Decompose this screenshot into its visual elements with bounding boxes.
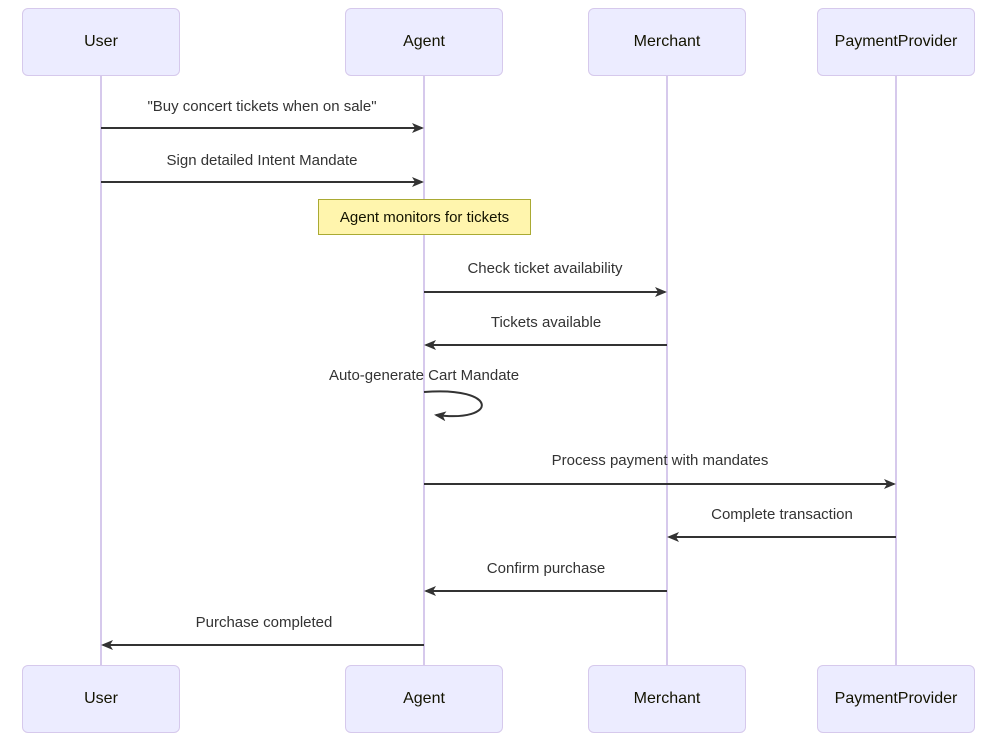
actor-label-user-top: User bbox=[84, 33, 118, 50]
actor-label-agent-bottom: Agent bbox=[403, 690, 445, 707]
lifelines-group bbox=[100, 76, 897, 665]
message-label-4: Auto-generate Cart Mandate bbox=[328, 367, 520, 384]
actor-box-agent-top[interactable]: Agent bbox=[345, 8, 503, 76]
message-label-3: Tickets available bbox=[490, 314, 602, 331]
message-label-6: Complete transaction bbox=[711, 506, 853, 523]
actor-box-merchant-top[interactable]: Merchant bbox=[588, 8, 746, 76]
actor-box-agent-bottom[interactable]: Agent bbox=[345, 665, 503, 733]
message-arrows-group bbox=[101, 123, 896, 650]
actor-box-user-top[interactable]: User bbox=[22, 8, 180, 76]
message-label-0: "Buy concert tickets when on sale" bbox=[147, 98, 377, 115]
actor-label-paymentprovider-bottom: PaymentProvider bbox=[834, 690, 958, 707]
actor-label-user-bottom: User bbox=[84, 690, 118, 707]
message-arrow-4-self-loop bbox=[423, 390, 483, 422]
message-label-5: Process payment with mandates bbox=[551, 452, 769, 469]
note-agent-monitors: Agent monitors for tickets bbox=[318, 199, 531, 235]
message-label-8: Purchase completed bbox=[195, 614, 333, 631]
actor-box-user-bottom[interactable]: User bbox=[22, 665, 180, 733]
actor-label-agent-top: Agent bbox=[403, 33, 445, 50]
message-label-7: Confirm purchase bbox=[486, 560, 606, 577]
message-label-2: Check ticket availability bbox=[467, 260, 623, 277]
actor-box-paymentprovider-top[interactable]: PaymentProvider bbox=[817, 8, 975, 76]
actor-label-merchant-top: Merchant bbox=[633, 33, 701, 50]
message-label-1: Sign detailed Intent Mandate bbox=[166, 152, 358, 169]
actor-label-merchant-bottom: Merchant bbox=[633, 690, 701, 707]
note-agent-monitors-label: Agent monitors for tickets bbox=[339, 208, 510, 226]
actor-box-paymentprovider-bottom[interactable]: PaymentProvider bbox=[817, 665, 975, 733]
actor-box-merchant-bottom[interactable]: Merchant bbox=[588, 665, 746, 733]
actor-label-paymentprovider-top: PaymentProvider bbox=[834, 33, 958, 50]
